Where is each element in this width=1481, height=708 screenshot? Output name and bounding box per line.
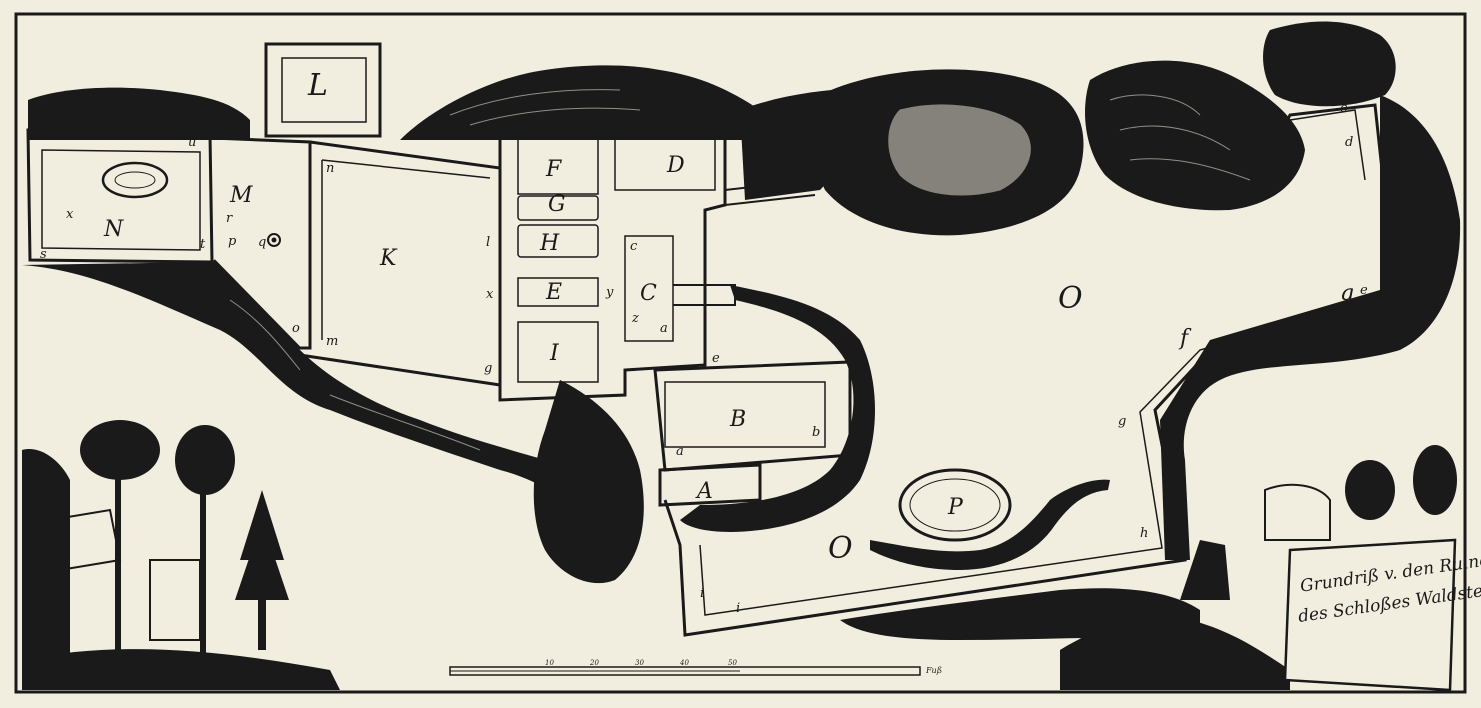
- point-c1: c: [630, 239, 638, 254]
- landscape-lower-left: [22, 420, 340, 690]
- point-n: n: [326, 161, 334, 176]
- point-c2: c: [1340, 101, 1348, 116]
- area-o-2: O: [828, 531, 853, 566]
- area-o-1: O: [1058, 281, 1083, 316]
- room-h: H: [539, 231, 560, 256]
- point-u: u: [188, 135, 196, 150]
- well-n: [101, 161, 169, 199]
- scale-bar: 10 20 30 40 50 Fuß: [449, 659, 942, 676]
- scale-tick-50: 50: [728, 659, 737, 667]
- room-e: E: [545, 280, 562, 305]
- title-card: Grundriß v. den Ruinen des Schloßes Wald…: [1283, 538, 1481, 692]
- point-i2: i: [700, 586, 704, 601]
- point-x1: x: [66, 207, 74, 222]
- room-n: N: [103, 217, 124, 242]
- point-b: b: [812, 425, 820, 440]
- point-k: k: [505, 122, 513, 137]
- point-s2: s: [790, 182, 797, 197]
- room-a: A: [695, 479, 713, 504]
- point-o: o: [292, 321, 300, 336]
- point-r: r: [226, 211, 233, 226]
- well-m: [267, 233, 281, 247]
- point-e2: e: [1360, 283, 1368, 298]
- room-c: C: [640, 281, 657, 306]
- map-frame: [14, 12, 1467, 694]
- landscape-lower-right: [1060, 445, 1457, 690]
- scale-tick-20: 20: [589, 659, 599, 667]
- scale-unit: Fuß: [925, 666, 942, 675]
- room-b: B: [729, 407, 746, 432]
- room-k: K: [379, 246, 398, 271]
- room-g: G: [548, 192, 566, 217]
- castle-walls: [26, 42, 1397, 637]
- point-q2: q: [1340, 281, 1354, 306]
- point-d: d: [1345, 135, 1353, 150]
- point-labels: u x s r p q t o n m l k x g h i c y z a …: [40, 101, 1368, 616]
- point-e1: e: [712, 351, 720, 366]
- terrain: [22, 21, 1461, 640]
- room-l: L: [307, 68, 328, 103]
- room-p: P: [947, 495, 964, 520]
- point-g2: g: [1118, 414, 1126, 429]
- point-a1: a: [660, 321, 668, 336]
- point-R: R: [1255, 101, 1266, 116]
- point-t1: t: [200, 237, 206, 252]
- point-h1: h: [508, 121, 516, 136]
- point-p: p: [228, 234, 237, 249]
- room-d: D: [666, 153, 685, 178]
- point-y: y: [605, 285, 614, 300]
- rock-hatching: [229, 89, 1251, 451]
- point-z: z: [631, 311, 639, 326]
- scale-tick-10: 10: [545, 659, 554, 667]
- room-labels: L N M K F G H E I D C B A P O O: [103, 68, 1083, 566]
- point-h2: h: [1140, 526, 1148, 541]
- point-s1: s: [40, 247, 47, 262]
- scale-tick-40: 40: [679, 659, 689, 667]
- point-g1: g: [484, 361, 492, 376]
- point-f: f: [1178, 326, 1192, 351]
- point-i3: i: [736, 601, 740, 616]
- point-i1: i: [534, 121, 538, 136]
- point-x2: x: [486, 287, 494, 302]
- point-m: m: [326, 334, 338, 349]
- room-m: M: [229, 183, 253, 208]
- pond-rock-tail: [870, 479, 1110, 570]
- room-f: F: [545, 157, 562, 182]
- room-i: I: [549, 341, 560, 366]
- point-a2: a: [676, 444, 684, 459]
- scale-tick-30: 30: [635, 659, 644, 667]
- point-l: l: [486, 235, 490, 250]
- point-q1: q: [258, 235, 266, 250]
